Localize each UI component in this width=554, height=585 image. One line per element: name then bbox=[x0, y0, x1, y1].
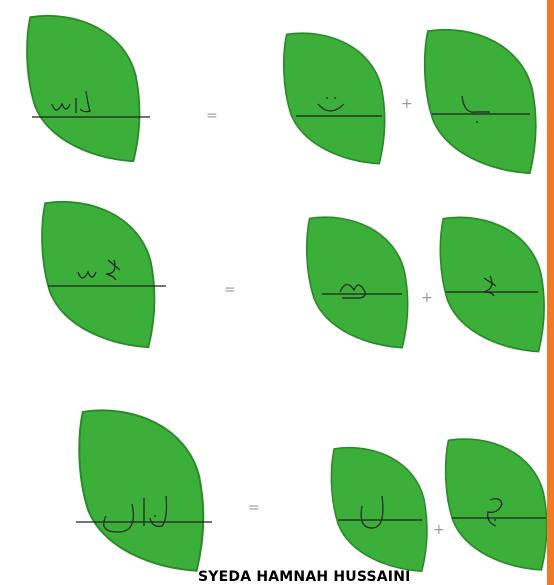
row3-part-leaf-2 bbox=[446, 439, 547, 570]
row2-part-leaf-2 bbox=[440, 217, 544, 351]
row3-part-leaf-1 bbox=[331, 448, 427, 572]
plus-sign: + bbox=[401, 96, 413, 112]
row3-word-leaf bbox=[76, 410, 212, 570]
row1-part-leaf-2 bbox=[425, 30, 536, 173]
row1-part-leaf-1 bbox=[284, 33, 385, 163]
orange-border-bar bbox=[547, 0, 554, 585]
plus-sign: + bbox=[421, 290, 433, 306]
row2-part-leaf-1 bbox=[307, 217, 408, 347]
equals-sign: = bbox=[206, 108, 218, 124]
equals-sign: = bbox=[224, 282, 236, 298]
row2-word-leaf bbox=[42, 202, 166, 347]
equals-sign: = bbox=[248, 500, 260, 516]
row1-word-leaf bbox=[27, 16, 150, 161]
author-credit: SYEDA HAMNAH HUSSAINI bbox=[198, 569, 411, 585]
plus-sign: + bbox=[433, 522, 445, 538]
